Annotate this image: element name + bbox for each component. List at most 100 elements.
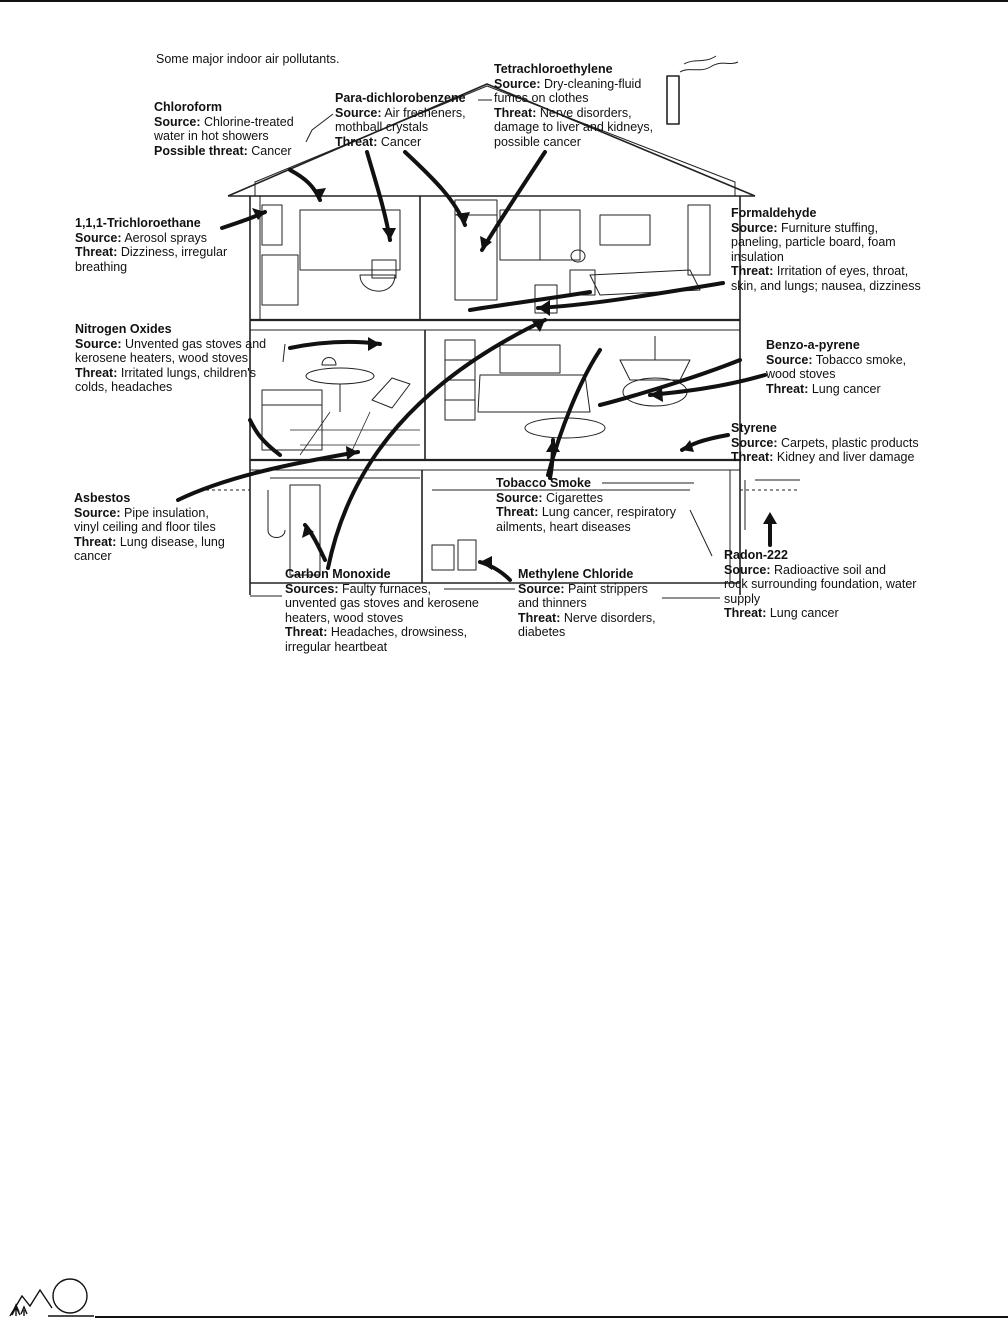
source-text: Air fresheners, [384, 105, 466, 120]
formaldehyde-arrow [536, 281, 725, 310]
para-arrow-2 [403, 150, 467, 227]
mountain-tree-logo [9, 1278, 94, 1317]
label-nitrogen-oxides: Nitrogen Oxides Source: Unvented gas sto… [75, 322, 266, 395]
threat-text: Cancer [251, 143, 292, 158]
stove [261, 389, 323, 451]
threat-text: Lung cancer [811, 381, 881, 396]
pollutant-name: Benzo-a-pyrene [766, 338, 860, 352]
pollutant-name: Methylene Chloride [518, 567, 634, 581]
lamp [570, 249, 586, 263]
source-text: paneling, particle board, foam [731, 235, 896, 249]
source-text: vinyl ceiling and floor tiles [74, 520, 216, 534]
source-label: Source: [731, 220, 778, 235]
source-label: Source: [154, 114, 201, 129]
threat-label: Threat: [335, 134, 378, 149]
kettle [321, 357, 337, 366]
source-label: Source: [335, 105, 382, 120]
threat-label: Threat: [496, 505, 539, 519]
label-chloroform: Chloroform Source: Chlorine-treated wate… [154, 100, 294, 158]
threat-label: Possible threat: [154, 143, 248, 158]
threat-label: Threat: [75, 365, 118, 380]
source-label: Source: [75, 336, 122, 351]
threat-text: damage to liver and kidneys, [494, 120, 654, 134]
source-text: supply [724, 591, 761, 606]
source-label: Source: [724, 562, 771, 577]
pollutant-arrows [176, 150, 772, 582]
label-carbon-monoxide: Carbon Monoxide Sources: Faulty furnaces… [285, 567, 479, 654]
duct-pipe [267, 490, 286, 538]
bottom-rule [95, 1316, 1008, 1318]
source-text: Faulty furnaces, [341, 581, 431, 596]
label-styrene: Styrene Source: Carpets, plastic product… [731, 421, 919, 465]
vanity [261, 254, 299, 306]
threat-text: irregular heartbeat [285, 639, 388, 654]
source-text: Aerosol sprays [124, 230, 208, 245]
paint-can [431, 544, 455, 571]
threat-label: Threat: [74, 534, 117, 549]
source-text: Furniture stuffing, [781, 220, 879, 235]
threat-label: Threat: [724, 606, 767, 620]
source-text: rock surrounding foundation, water [724, 577, 917, 591]
source-text: heaters, wood stoves [285, 610, 404, 625]
tobacco-arrow-2 [546, 348, 602, 477]
threat-text: Lung cancer, respiratory [541, 505, 676, 519]
threat-text: cancer [74, 549, 112, 563]
label-radon-222: Radon-222 Source: Radioactive soil and r… [724, 548, 916, 621]
threat-label: Threat: [766, 381, 809, 396]
benzo-arrow-2 [598, 358, 742, 407]
pollutant-name: Formaldehyde [731, 206, 817, 220]
source-text: water in hot showers [154, 129, 269, 143]
pollutant-name: Tetrachloroethylene [494, 62, 613, 76]
source-text: and thinners [518, 596, 587, 610]
threat-text: ailments, heart diseases [496, 519, 631, 534]
threat-label: Threat: [518, 610, 561, 625]
figure-caption: Some major indoor air pollutants. [156, 52, 340, 66]
source-label: Source: [75, 230, 122, 245]
label-trichloroethane: 1,1,1-Trichloroethane Source: Aerosol sp… [75, 216, 227, 274]
carbon-arrow [326, 318, 547, 570]
label-methylene-chloride: Methylene Chloride Source: Paint strippe… [518, 567, 656, 640]
kitchen-table [305, 367, 375, 385]
top-rule [0, 0, 1008, 2]
source-text: Paint strippers [568, 581, 648, 596]
chimney [666, 75, 680, 125]
source-text: mothball crystals [335, 120, 429, 134]
source-text: fumes on clothes [494, 91, 589, 105]
pollutant-name: Radon-222 [724, 548, 788, 562]
source-label: Source: [518, 581, 565, 596]
source-text: Unvented gas stoves and [125, 336, 267, 351]
source-label: Sources: [285, 581, 339, 596]
threat-label: Threat: [494, 105, 537, 120]
source-text: Tobacco smoke, [815, 352, 907, 367]
threat-text: Irritation of eyes, throat, [776, 264, 909, 278]
threat-text: Lung disease, lung [119, 534, 225, 549]
threat-label: Threat: [731, 450, 774, 464]
pollutant-name: 1,1,1-Trichloroethane [75, 216, 201, 230]
source-text: Carpets, plastic products [781, 435, 919, 450]
threat-label: Threat: [75, 245, 118, 259]
label-formaldehyde: Formaldehyde Source: Furniture stuffing,… [731, 206, 921, 293]
fireplace-hood [619, 359, 691, 381]
label-para-dichlorobenzene: Para-dichlorobenzene Source: Air freshen… [335, 91, 466, 149]
source-label: Source: [494, 76, 541, 91]
closet [454, 199, 498, 301]
source-text: unvented gas stoves and kerosene [285, 596, 479, 610]
threat-text: Kidney and liver damage [776, 450, 915, 464]
roof-outline [227, 83, 756, 197]
source-text: insulation [731, 249, 784, 264]
arrow-heads [252, 188, 777, 570]
threat-label: Threat: [285, 625, 328, 639]
source-text: Radioactive soil and [774, 562, 886, 577]
source-label: Source: [74, 505, 121, 520]
pollutant-name: Styrene [731, 421, 777, 435]
threat-text: diabetes [518, 625, 566, 639]
toilet [359, 274, 396, 292]
pollutant-name: Tobacco Smoke [496, 476, 591, 490]
source-text: Cigarettes [546, 490, 604, 505]
formaldehyde-arrow-2 [468, 290, 592, 312]
threat-text: colds, headaches [75, 380, 173, 394]
source-text: kerosene heaters, wood stoves [75, 351, 249, 365]
label-benzo-a-pyrene: Benzo-a-pyrene Source: Tobacco smoke, wo… [766, 338, 906, 396]
source-text: Pipe insulation, [124, 505, 209, 520]
